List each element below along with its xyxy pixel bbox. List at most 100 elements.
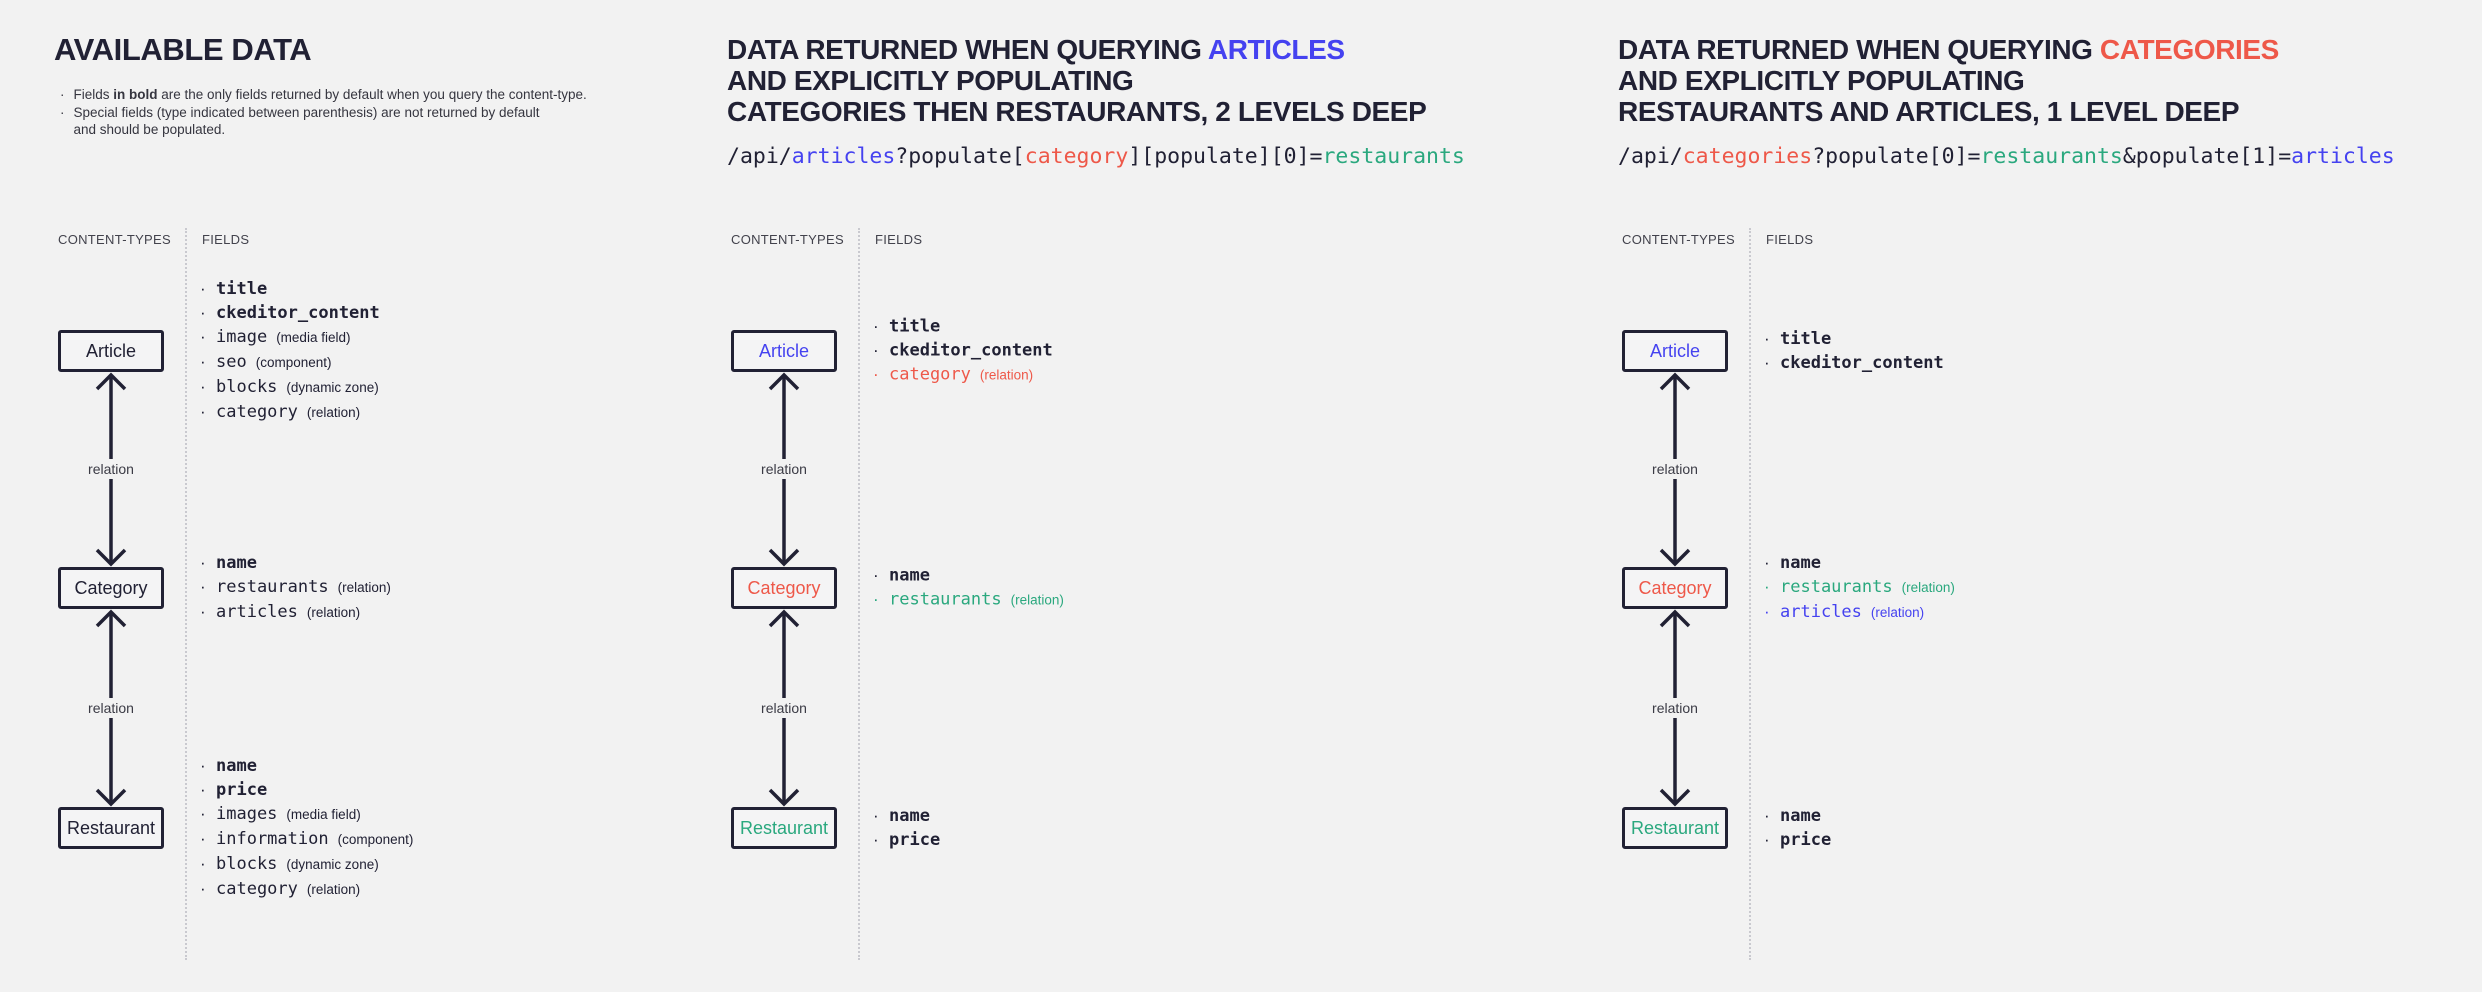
field-item: ·seo(component) <box>200 350 380 375</box>
title-segment: CATEGORIES <box>2099 34 2279 65</box>
column-divider <box>858 228 860 960</box>
field-item: ·ckeditor_content <box>200 301 380 325</box>
field-name: images <box>216 804 278 824</box>
relation-label: relation <box>1646 698 1704 718</box>
node-category: Category <box>731 567 837 609</box>
title-segment: DATA RETURNED WHEN QUERYING <box>1618 34 2100 65</box>
field-item: ·name <box>200 754 413 778</box>
node-restaurant: Restaurant <box>1622 807 1728 849</box>
field-item: ·restaurants(relation) <box>1764 575 1955 600</box>
column-divider <box>1749 228 1751 960</box>
bullet-dot-icon: · <box>200 377 206 396</box>
field-name: name <box>889 565 930 586</box>
field-item: ·blocks(dynamic zone) <box>200 852 413 877</box>
api-url-segment: ][populate][0]= <box>1128 144 1323 169</box>
note-text: Fields in bold are the only fields retur… <box>74 86 587 104</box>
title-segment: ARTICLES <box>1207 34 1345 65</box>
node-article: Article <box>58 330 164 372</box>
fields-group-category: · name · restaurants (relation) <box>873 564 1064 613</box>
field-item: · restaurants (relation) <box>873 588 1064 613</box>
field-item: ·information(component) <box>200 827 413 852</box>
field-type: (relation) <box>1010 592 1064 608</box>
field-item: ·blocks(dynamic zone) <box>200 375 380 400</box>
bullet-dot-icon: · <box>200 602 206 621</box>
fields-header: FIELDS <box>1766 232 1814 247</box>
field-name: blocks <box>216 854 278 874</box>
field-type: (relation) <box>337 580 391 595</box>
field-item: · price <box>1764 828 1831 852</box>
field-name: information <box>216 829 329 849</box>
node-label: Category <box>747 577 821 598</box>
bullet-dot-icon: · <box>200 829 206 848</box>
field-item: ·articles(relation) <box>1764 600 1955 625</box>
field-item: ·images(media field) <box>200 802 413 827</box>
note-segment: in bold <box>113 87 158 102</box>
field-name: ckeditor_content <box>1780 353 1944 373</box>
bullet-dot-icon: · <box>200 327 206 346</box>
bullet-dot-icon: · <box>873 316 879 336</box>
field-type: (relation) <box>979 367 1034 383</box>
note-text: Special fields (type indicated between p… <box>74 104 540 139</box>
fields-group-category: · name·restaurants(relation)·articles(rel… <box>1764 551 1955 625</box>
bullet-dot-icon: · <box>200 854 206 873</box>
fields-group-category: ·name·restaurants(relation)·articles(rel… <box>200 551 391 625</box>
title-segment: AND EXPLICITLY POPULATING <box>727 65 1134 96</box>
field-name: restaurants <box>1780 577 1893 597</box>
bullet-dot-icon: · <box>873 806 879 825</box>
content-types-header: CONTENT-TYPES <box>731 232 844 247</box>
field-type: (component) <box>255 355 332 370</box>
node-restaurant: Restaurant <box>58 807 164 849</box>
field-name: category <box>889 364 971 385</box>
note-segment: Fields <box>73 87 114 102</box>
title-segment: CATEGORIES THEN RESTAURANTS, 2 LEVELS DE… <box>727 96 1427 127</box>
field-name: price <box>1780 830 1832 850</box>
relation-label: relation <box>1646 459 1704 479</box>
bullet-dot-icon: · <box>200 553 206 572</box>
api-url-segment: ?populate[ <box>895 144 1025 169</box>
field-type: (relation) <box>1870 605 1925 620</box>
relation-label: relation <box>82 698 140 718</box>
field-item: · name <box>873 564 1064 588</box>
bullet-dot-icon: · <box>1764 806 1770 825</box>
api-url-segment: /api/ <box>1618 144 1683 169</box>
api-url-segment: restaurants <box>1980 144 2123 169</box>
bullet-dot-icon: · <box>1764 553 1770 572</box>
note-item: ·Fields in bold are the only fields retu… <box>60 86 587 104</box>
field-name: title <box>216 279 268 299</box>
field-name: articles <box>216 602 298 622</box>
api-url-segment: category <box>1024 144 1129 169</box>
field-type: (relation) <box>306 405 361 420</box>
field-item: ·price <box>873 828 940 852</box>
node-label: Restaurant <box>1630 817 1720 838</box>
node-label: Article <box>85 340 136 361</box>
field-type: (relation) <box>306 605 361 620</box>
bullet-dot-icon: · <box>200 804 206 823</box>
bullet-dot-icon: · <box>200 352 206 371</box>
api-url-segment: articles <box>2291 144 2395 169</box>
column-divider <box>185 228 187 960</box>
api-url-segment: categories <box>1682 144 1813 169</box>
api-url-segment: /api/ <box>727 144 792 169</box>
node-label: Article <box>758 340 809 361</box>
bullet-dot-icon: · <box>873 565 879 585</box>
bullet-dot-icon: · <box>200 279 206 298</box>
field-item: ·name <box>1764 804 1831 828</box>
content-types-header: CONTENT-TYPES <box>1622 232 1735 247</box>
field-name: category <box>216 879 298 899</box>
fields-group-restaurant: ·name·price·images(media field)·informat… <box>200 754 413 902</box>
api-url-segment: restaurants <box>1322 144 1465 169</box>
bullet-dot-icon: · <box>200 879 206 898</box>
panel-title-line: RESTAURANTS AND ARTICLES, 1 LEVEL DEEP <box>1618 96 2279 127</box>
panel-title-line: AND EXPLICITLY POPULATING <box>1618 65 2279 96</box>
bullet-dot-icon: · <box>1764 830 1770 849</box>
bullet-dot-icon: · <box>1764 329 1770 348</box>
field-name: name <box>1780 553 1821 573</box>
bullet-dot-icon: · <box>200 402 206 421</box>
field-name: restaurants <box>889 589 1002 610</box>
api-url-segment: articles <box>791 144 896 169</box>
field-item: ·image(media field) <box>200 325 380 350</box>
fields-group-article: ·title·ckeditor_content <box>1764 327 1944 375</box>
bullet-dot-icon: · <box>873 589 879 609</box>
field-name: title <box>889 316 941 337</box>
